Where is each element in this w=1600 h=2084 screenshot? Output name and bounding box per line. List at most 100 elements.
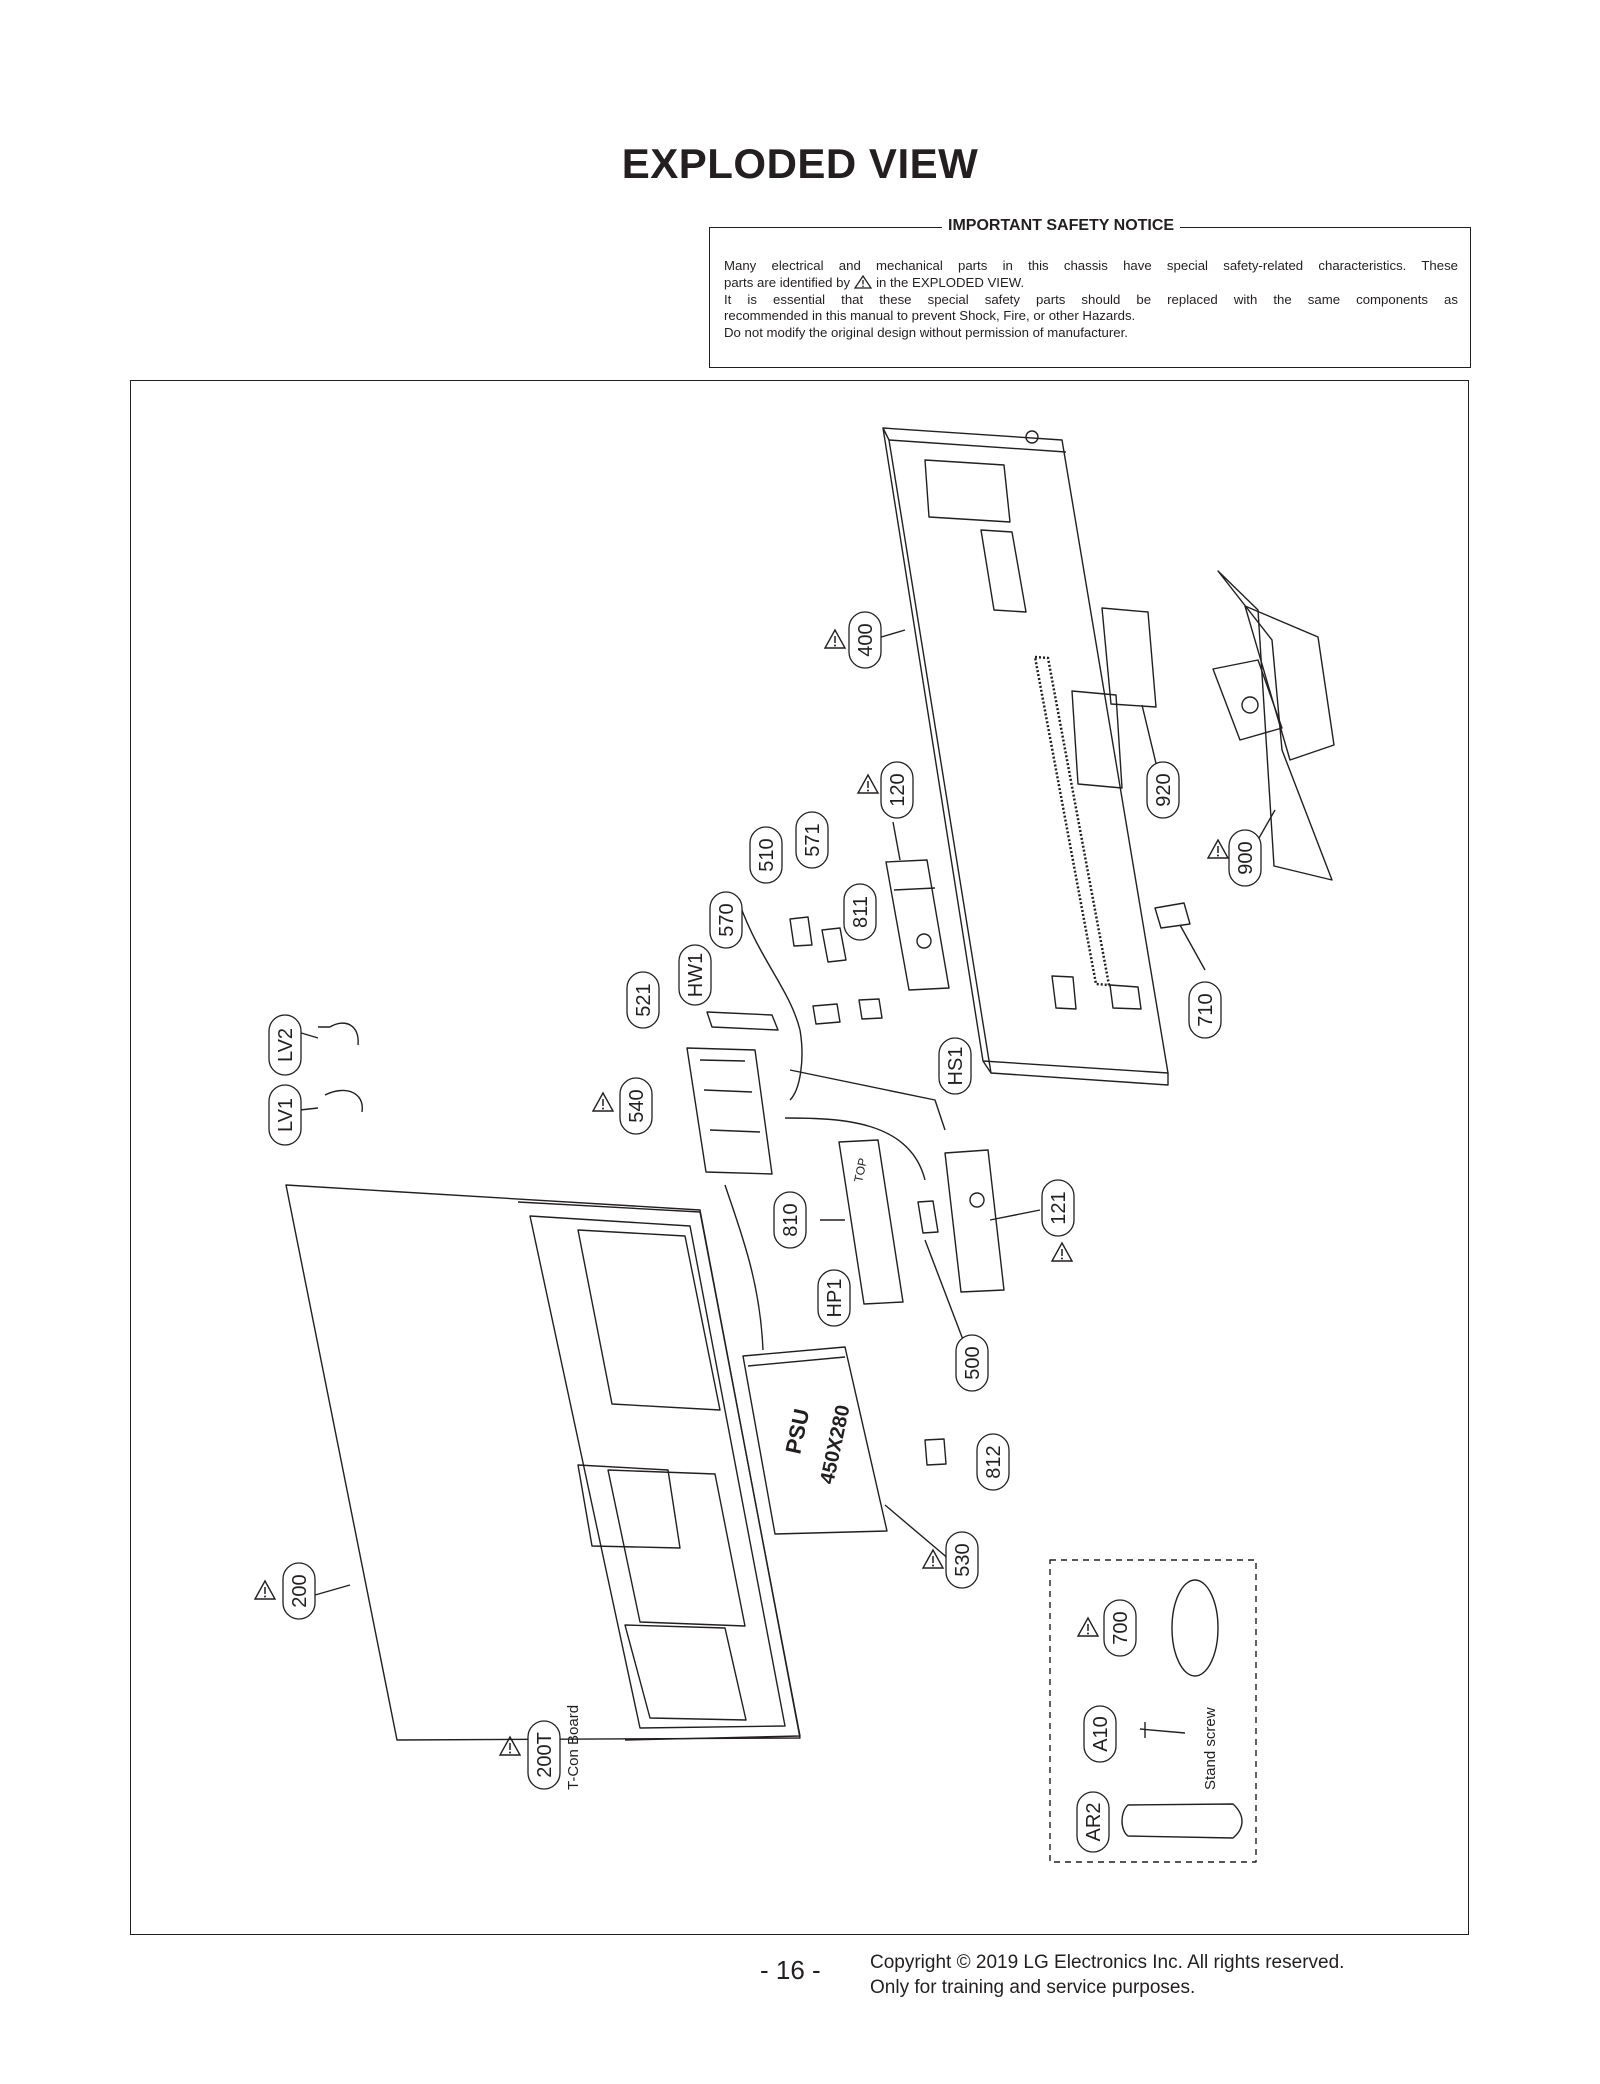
safety-notice-heading: IMPORTANT SAFETY NOTICE <box>942 217 1181 235</box>
callout-500: 500 <box>955 1334 989 1392</box>
svg-text:HP1: HP1 <box>824 1279 846 1318</box>
leader-121 <box>989 1209 1041 1221</box>
warning-triangle-icon <box>592 1092 614 1112</box>
callout-200: 200 <box>282 1562 316 1620</box>
svg-text:811: 811 <box>850 896 872 928</box>
safety-notice-box: IMPORTANT SAFETY NOTICE Many electrical … <box>709 217 1471 368</box>
copyright-notice: Copyright © 2019 LG Electronics Inc. All… <box>870 1950 1344 2000</box>
svg-text:900: 900 <box>1235 841 1257 874</box>
svg-text:HS1: HS1 <box>945 1047 967 1086</box>
cable-hs1 <box>789 1069 946 1131</box>
stand-screw-label: Stand screw <box>1202 1707 1219 1790</box>
callout-810: 810 <box>773 1191 807 1249</box>
notice-line-5: Do not modify the original design withou… <box>724 325 1128 341</box>
leader-500 <box>924 1239 966 1346</box>
leader-710 <box>1179 924 1206 971</box>
svg-text:200T: 200T <box>534 1732 556 1778</box>
callout-ar2: AR2 <box>1076 1791 1110 1853</box>
callout-811: 811 <box>843 883 877 941</box>
bracket-571-part <box>821 927 847 963</box>
callout-900: 900 <box>1228 829 1262 887</box>
callout-571: 571 <box>795 811 829 869</box>
warning-triangle-icon <box>1207 839 1229 859</box>
speaker-120-part <box>885 859 950 991</box>
svg-text:200: 200 <box>289 1574 311 1607</box>
module-500-part <box>917 1200 939 1234</box>
warning-triangle-icon <box>922 1549 944 1569</box>
speaker-121-part <box>944 1149 1005 1293</box>
svg-text:700: 700 <box>1110 1611 1132 1644</box>
back-cover-part <box>882 427 1169 1086</box>
leader-200 <box>314 1584 351 1596</box>
svg-text:HW1: HW1 <box>685 953 707 997</box>
callout-a10: A10 <box>1083 1705 1117 1763</box>
callout-510: 510 <box>749 826 783 884</box>
warning-triangle-icon <box>857 774 879 794</box>
top-label: TOP <box>851 1157 870 1184</box>
diagram-frame <box>130 380 1469 1935</box>
bracket-810-part <box>838 1139 904 1305</box>
bracket-570-part <box>812 1003 841 1025</box>
warning-triangle-icon <box>254 1580 276 1600</box>
leader-lv1 <box>299 1107 319 1111</box>
cable-hs2 <box>784 1117 926 1181</box>
cable-hp1 <box>724 1184 764 1351</box>
leader-530 <box>884 1504 951 1561</box>
safety-notice-body: Many electrical and mechanical parts in … <box>724 258 1458 342</box>
svg-text:530: 530 <box>952 1543 974 1576</box>
callout-hw1: HW1 <box>678 944 712 1006</box>
svg-text:710: 710 <box>1195 993 1217 1026</box>
remote-control-part <box>1121 1803 1243 1839</box>
svg-text:AR2: AR2 <box>1083 1803 1105 1842</box>
bracket-811-part <box>858 998 883 1020</box>
notice-line-3: It is essential that these special safet… <box>724 291 1458 307</box>
cable-lv2 <box>318 1022 359 1046</box>
cable-lv1 <box>324 1089 363 1113</box>
leader-120 <box>892 821 901 861</box>
accessory-box <box>1049 1559 1257 1863</box>
callout-812: 812 <box>976 1433 1010 1491</box>
cable-700-part <box>1171 1579 1219 1677</box>
callout-hs1: HS1 <box>938 1037 972 1095</box>
main-board-part <box>686 1047 773 1175</box>
svg-text:120: 120 <box>887 773 909 806</box>
psu-part <box>742 1346 888 1535</box>
svg-text:521: 521 <box>633 983 655 1016</box>
notice-line-4: recommended in this manual to prevent Sh… <box>724 308 1136 324</box>
svg-text:540: 540 <box>626 1089 648 1122</box>
bracket-510-part <box>789 916 813 947</box>
svg-text:LV1: LV1 <box>275 1098 297 1132</box>
callout-hp1: HP1 <box>817 1269 851 1327</box>
stand-part <box>1212 570 1335 881</box>
svg-text:A10: A10 <box>1090 1716 1112 1752</box>
warning-triangle-icon <box>1077 1617 1099 1637</box>
copyright-line-1: Copyright © 2019 LG Electronics Inc. All… <box>870 1952 1345 1973</box>
callout-540: 540 <box>619 1077 653 1135</box>
stand-screw-part <box>1139 1722 1186 1738</box>
svg-text:510: 510 <box>756 838 778 871</box>
callout-400: 400 <box>848 611 882 669</box>
notice-line-1: Many electrical and mechanical parts in … <box>724 258 1458 273</box>
svg-text:810: 810 <box>780 1203 802 1236</box>
warning-triangle-icon <box>824 629 846 649</box>
warning-triangle-icon <box>854 274 873 289</box>
bracket-521-part <box>706 1011 779 1031</box>
callout-121: 121 <box>1041 1179 1075 1237</box>
callout-920: 920 <box>1146 761 1180 819</box>
notice-line-2-start: parts are identified by <box>724 274 851 290</box>
svg-text:400: 400 <box>855 623 877 656</box>
callout-lv2: LV2 <box>268 1014 302 1076</box>
svg-text:570: 570 <box>716 903 738 936</box>
leader-400 <box>877 629 906 639</box>
callout-200t: 200T <box>527 1720 561 1790</box>
warning-triangle-icon <box>1051 1242 1073 1262</box>
svg-text:920: 920 <box>1153 773 1175 806</box>
callout-521: 521 <box>626 971 660 1029</box>
tcon-board-label: T-Con Board <box>565 1705 582 1790</box>
callout-530: 530 <box>945 1531 979 1589</box>
svg-text:812: 812 <box>983 1445 1005 1478</box>
callout-120: 120 <box>880 761 914 819</box>
svg-text:500: 500 <box>962 1346 984 1379</box>
